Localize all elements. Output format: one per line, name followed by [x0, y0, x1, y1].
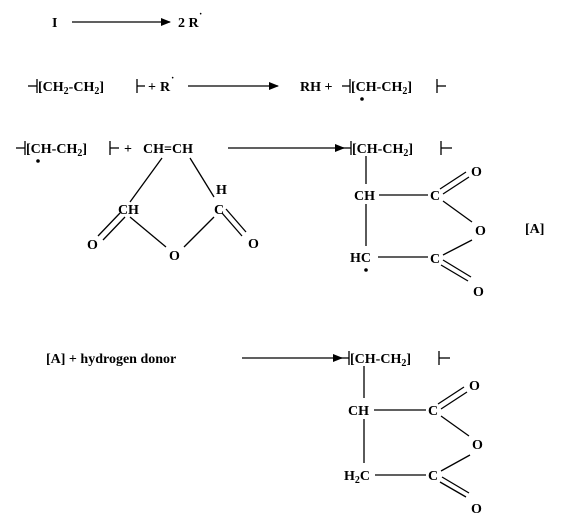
polyethylene-repeat-unit: [CH2-CH2] — [38, 80, 104, 97]
polymer-radical-unit: [CH-CH2] — [351, 80, 412, 97]
final-c-bottom: C — [428, 469, 438, 484]
step-2-abstraction: [CH2-CH2] + R · RH + [CH-CH2] — [28, 73, 446, 101]
radical-reactant: R — [160, 80, 171, 95]
final-c-top: C — [428, 404, 438, 419]
step-4-termination: [A] + hydrogen donor [CH-CH2] CH C O O C… — [46, 351, 483, 517]
maleic-o-left: O — [87, 238, 98, 253]
product-a-ch: CH — [354, 189, 375, 204]
maleic-ch-ch: CH=CH — [143, 142, 193, 157]
final-o-top: O — [469, 379, 480, 394]
final-h2c: H2C — [344, 469, 370, 486]
step-3-grafting: [CH-CH2] + CH=CH H C H C O O O [CH-CH2] … — [16, 141, 544, 300]
product-a-radical-dot — [364, 268, 368, 272]
svg-text:H: H — [128, 203, 139, 218]
initiator-label: I — [52, 16, 57, 31]
svg-text:·: · — [171, 73, 174, 84]
maleic-o-ring: O — [169, 249, 180, 264]
product-a-o-bottom: O — [473, 285, 484, 300]
product-a-o-ring: O — [475, 224, 486, 239]
maleic-c-left: C — [118, 203, 128, 218]
product-a-c-top: C — [430, 189, 440, 204]
final-o-ring: O — [472, 438, 483, 453]
maleic-h: H — [216, 183, 227, 198]
plus-sign: + — [124, 142, 132, 157]
final-o-bottom: O — [471, 502, 482, 517]
radical-dot — [360, 97, 364, 101]
radical-product: 2 R — [178, 16, 200, 31]
intermediate-label-a: [A] — [525, 222, 544, 237]
step-4-reactants: [A] + hydrogen donor — [46, 352, 176, 367]
product-a-hc: HC — [350, 251, 371, 266]
final-backbone: [CH-CH2] — [350, 352, 411, 369]
maleic-c-right: C — [214, 203, 224, 218]
rh-product: RH + — [300, 80, 333, 95]
product-a-c-bottom: C — [430, 252, 440, 267]
polymer-radical-reactant: [CH-CH2] — [26, 142, 87, 159]
product-a-backbone: [CH-CH2] — [352, 142, 413, 159]
step-1-initiation: I 2 R · — [52, 9, 202, 31]
final-ch: CH — [348, 404, 369, 419]
plus-sign: + — [148, 80, 156, 95]
maleic-o-right: O — [248, 237, 259, 252]
radical-mark: · — [199, 9, 202, 20]
product-a-o-top: O — [471, 165, 482, 180]
